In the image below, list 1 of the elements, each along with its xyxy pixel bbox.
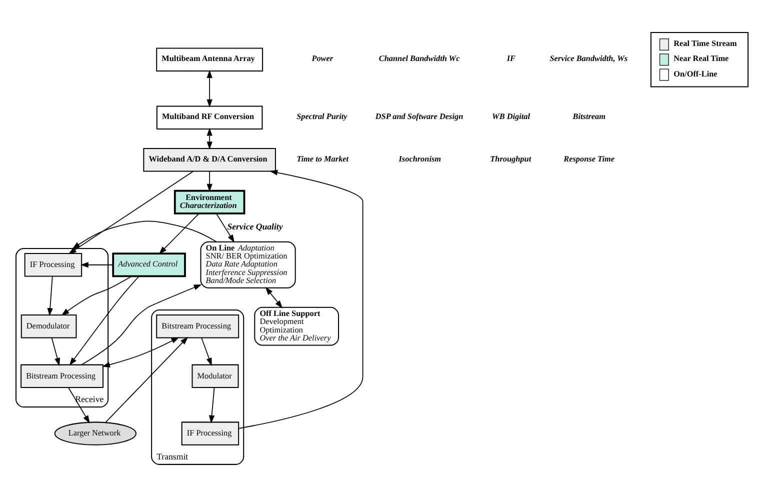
- edge-label: Service Quality: [227, 220, 283, 231]
